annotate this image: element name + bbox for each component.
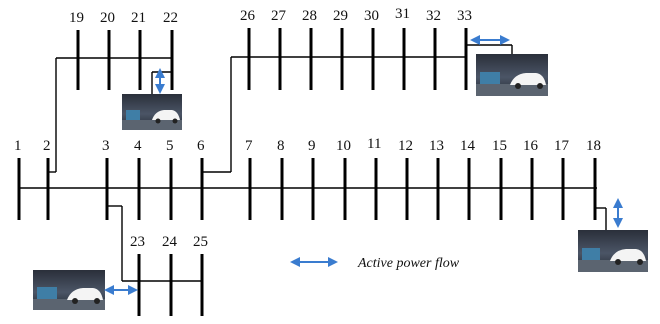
bus-label-15: 15 (492, 138, 507, 154)
lateral-19-22-buses (76, 30, 174, 90)
bus-label-12: 12 (398, 138, 413, 154)
bus-label-19: 19 (69, 10, 84, 26)
bus-label-6: 6 (197, 138, 205, 154)
bus-label-5: 5 (166, 138, 174, 154)
bus-label-4: 4 (134, 138, 142, 154)
bus-label-7: 7 (245, 138, 253, 154)
ev-photo-33 (476, 54, 548, 96)
bus-label-25: 25 (193, 234, 208, 250)
bus-label-22: 22 (163, 10, 178, 26)
bus-label-16: 16 (523, 138, 539, 154)
ev-photo-22 (122, 94, 182, 130)
bus-label-24: 24 (162, 234, 178, 250)
bus-label-9: 9 (308, 138, 316, 154)
bus-label-30: 30 (364, 8, 379, 24)
lateral-23-25-buses (137, 254, 204, 316)
bus-label-14: 14 (460, 138, 476, 154)
bus-label-8: 8 (277, 138, 285, 154)
legend-label: Active power flow (357, 256, 460, 271)
bus-label-32: 32 (426, 8, 441, 24)
bus-label-26: 26 (240, 8, 256, 24)
bus-label-17: 17 (554, 138, 570, 154)
bus-label-28: 28 (302, 8, 317, 24)
lateral-26-33-buses (247, 28, 468, 90)
ev-photo-23 (33, 270, 105, 310)
main-buses (17, 158, 597, 220)
bus-label-27: 27 (271, 8, 287, 24)
bus-label-20: 20 (100, 10, 115, 26)
bus-label-23: 23 (130, 234, 145, 250)
bus-label-13: 13 (429, 138, 444, 154)
bus-label-21: 21 (131, 10, 146, 26)
bus-label-3: 3 (102, 138, 110, 154)
bus-label-31: 31 (395, 6, 410, 22)
bus-label-2: 2 (43, 138, 51, 154)
bus-label-33: 33 (457, 8, 472, 24)
bus-label-18: 18 (586, 138, 601, 154)
ev-photo-18 (578, 230, 648, 272)
bus-label-10: 10 (336, 138, 351, 154)
bus-label-29: 29 (333, 8, 348, 24)
bus-label-1: 1 (14, 138, 22, 154)
bus-label-11: 11 (367, 136, 381, 152)
